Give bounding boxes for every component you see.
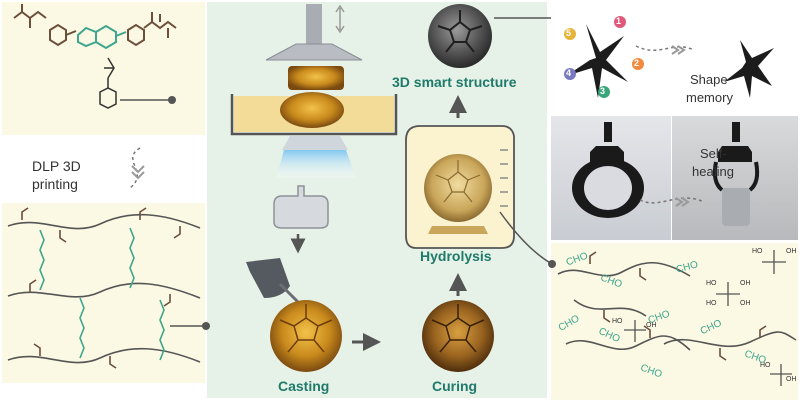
projector-icon <box>265 4 363 61</box>
star-gripper-open <box>566 24 628 98</box>
hydrolysis-pointer <box>499 211 553 265</box>
ho-label: HO <box>612 318 623 325</box>
self-healing-label-line2: healing <box>692 164 734 179</box>
resin-vat-icon <box>230 92 398 136</box>
ho-label: HO <box>760 362 771 369</box>
monomer-pointer-dot <box>168 96 176 104</box>
network-pointer-dot <box>202 322 210 330</box>
oh-label: OH <box>740 300 751 307</box>
oh-label: OH <box>740 280 751 287</box>
star-gripper-recovered <box>724 40 774 98</box>
cast-buckyball-icon <box>270 300 342 372</box>
monomer-panel <box>2 2 205 135</box>
beaker-icon <box>405 125 515 249</box>
ho-label: HO <box>752 248 763 255</box>
light-beam <box>276 150 356 178</box>
dlp-label-line2: printing <box>32 176 78 192</box>
pitcher-icon <box>246 258 300 304</box>
shape-memory-arrow <box>635 45 695 51</box>
oh-label: OH <box>646 322 657 329</box>
smart-structure-label: 3D smart structure <box>392 74 517 90</box>
casting-label: Casting <box>278 378 330 394</box>
vat-window <box>282 136 348 150</box>
chevron-right-icon <box>675 197 690 207</box>
mold-icon <box>273 185 329 229</box>
oh-label: OH <box>786 248 797 255</box>
cured-buckyball-icon <box>422 300 494 372</box>
ho-label: HO <box>706 280 717 287</box>
ho-label: HO <box>706 300 717 307</box>
hydrolysis-pointer-dot <box>548 260 556 268</box>
marker-5: 5 <box>566 28 572 38</box>
gripper-before <box>572 122 644 218</box>
chevron-down-icon <box>131 165 145 180</box>
marker-2: 2 <box>634 58 640 68</box>
curing-label: Curing <box>432 378 478 394</box>
hydrolysis-products-panel <box>551 243 798 400</box>
dlp-label-line1: DLP 3D <box>32 158 81 174</box>
hydrolysis-label: Hydrolysis <box>420 248 492 264</box>
self-healing-label-line1: Self- <box>700 146 727 161</box>
acryloylmorpholine-molecule <box>99 57 117 109</box>
hydrolyzed-chains <box>557 251 797 361</box>
shape-memory-markers <box>564 16 644 98</box>
buckyball-icon <box>428 4 492 68</box>
self-healing-arrow <box>639 197 705 204</box>
marker-1: 1 <box>616 16 622 26</box>
pentaerythritol-molecules <box>624 250 792 386</box>
printed-part-icon <box>288 66 344 90</box>
chevron-right-icon <box>671 45 686 55</box>
gripper-after <box>712 122 760 226</box>
shape-memory-label-line1: Shape <box>690 72 728 87</box>
polymer-network <box>7 207 201 369</box>
marker-4: 4 <box>566 68 572 78</box>
crosslinker-molecule <box>13 4 177 50</box>
oh-label: OH <box>786 376 797 383</box>
marker-3: 3 <box>600 86 606 96</box>
shape-memory-label-line2: memory <box>686 90 733 105</box>
